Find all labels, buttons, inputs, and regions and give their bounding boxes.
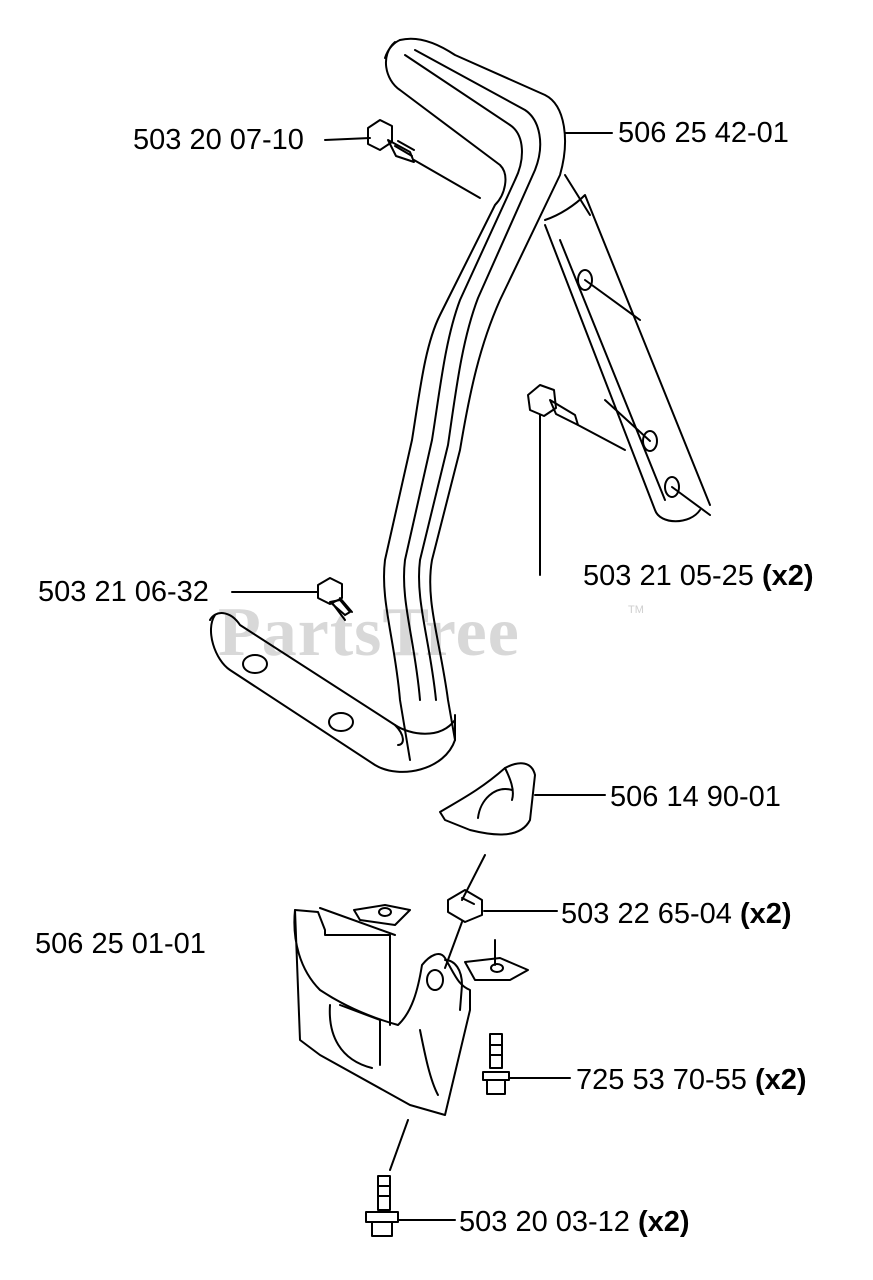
part-label-503-20-03-12: 503 20 03-12(x2) — [459, 1208, 690, 1237]
leader-lines — [231, 132, 613, 1221]
bolt-503-21-06-32 — [317, 577, 353, 621]
part-label-503-21-05-25: 503 21 05-25(x2) — [583, 562, 814, 591]
part-label-503-21-06-32: 503 21 06-32 — [38, 578, 209, 607]
part-number: 506 14 90-01 — [610, 781, 781, 813]
rear-strut — [544, 174, 711, 523]
part-number: 503 20 03-12 — [459, 1206, 630, 1238]
part-label-503-20-07-10: 503 20 07-10 — [133, 126, 304, 155]
part-number: 503 22 65-04 — [561, 898, 732, 930]
part-quantity: (x2) — [739, 898, 792, 930]
part-label-503-22-65-04: 503 22 65-04(x2) — [561, 900, 792, 929]
trademark-mark: TM — [628, 604, 644, 616]
nut-503-22-65-04 — [444, 889, 483, 969]
handle-bar — [209, 37, 566, 773]
cover-506-14-90-01 — [439, 762, 536, 901]
screw-503-20-03-12 — [365, 1175, 399, 1237]
part-label-506-25-01-01: 506 25 01-01 — [35, 930, 206, 959]
part-label-725-53-70-55: 725 53 70-55(x2) — [576, 1066, 807, 1095]
screw-725-53-70-55 — [482, 1033, 510, 1095]
partstree-watermark: PartsTree — [218, 598, 520, 668]
bolt-503-20-07-10 — [367, 119, 481, 199]
part-quantity: (x2) — [761, 560, 814, 592]
bolt-503-21-05-25 — [527, 384, 626, 576]
part-label-506-25-42-01: 506 25 42-01 — [618, 119, 789, 148]
part-number: 503 21 06-32 — [38, 576, 209, 608]
part-number: 506 25 42-01 — [618, 117, 789, 149]
part-label-506-14-90-01: 506 14 90-01 — [610, 783, 781, 812]
part-quantity: (x2) — [754, 1064, 807, 1096]
part-number: 503 21 05-25 — [583, 560, 754, 592]
part-number: 503 20 07-10 — [133, 124, 304, 156]
part-number: 506 25 01-01 — [35, 928, 206, 960]
part-number: 725 53 70-55 — [576, 1064, 747, 1096]
bracket-506-25-01-01 — [293, 904, 529, 1171]
part-quantity: (x2) — [637, 1206, 690, 1238]
watermark-text: PartsTree — [218, 594, 520, 671]
